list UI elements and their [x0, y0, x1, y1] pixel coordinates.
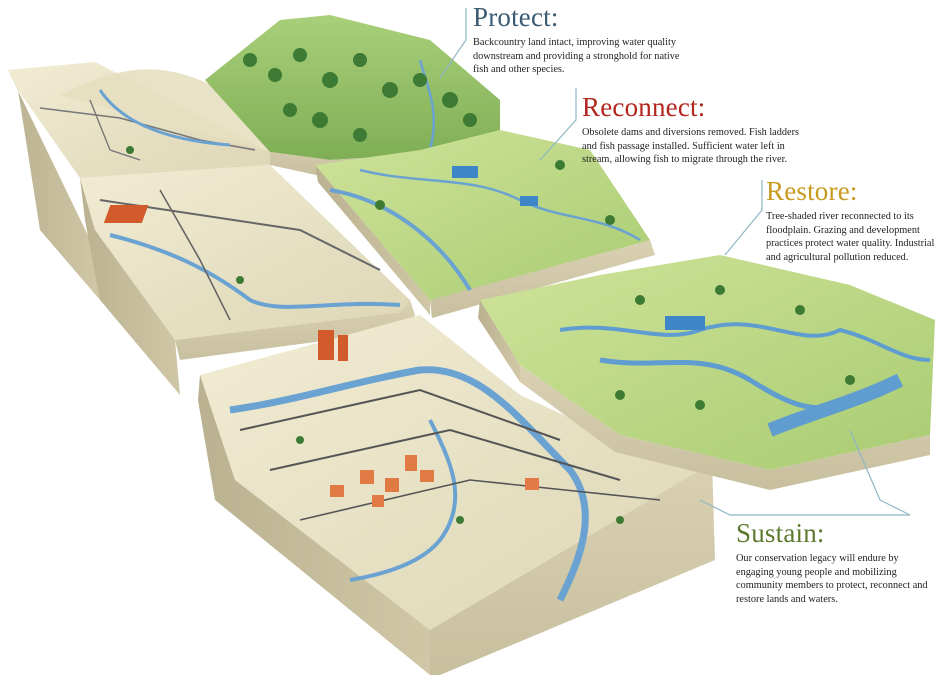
block-mid-town: [80, 165, 415, 395]
callout-protect-text: Backcountry land intact, improving water…: [473, 37, 680, 76]
callout-restore: Restore: Tree-shaded river reconnected t…: [766, 176, 938, 264]
callout-reconnect: Reconnect: Obsolete dams and diversions …: [582, 92, 802, 167]
callout-restore-text: Tree-shaded river reconnected to its flo…: [766, 211, 935, 263]
callout-sustain-title: Sustain:: [736, 518, 825, 548]
callout-reconnect-title: Reconnect:: [582, 92, 706, 122]
tree-clusters: [126, 48, 855, 524]
callout-sustain: Sustain: Our conservation legacy will en…: [736, 518, 936, 606]
callout-protect-title: Protect:: [473, 2, 559, 32]
leader-lines: [439, 8, 911, 516]
callout-reconnect-text: Obsolete dams and diversions removed. Fi…: [582, 127, 800, 166]
block-reconnect: [315, 130, 655, 318]
block-city: [198, 315, 715, 675]
callout-restore-title: Restore:: [766, 176, 858, 206]
callout-sustain-text: Our conservation legacy will endure by e…: [736, 553, 928, 605]
callout-protect: Protect: Backcountry land intact, improv…: [473, 2, 683, 77]
block-restore: [478, 255, 935, 490]
